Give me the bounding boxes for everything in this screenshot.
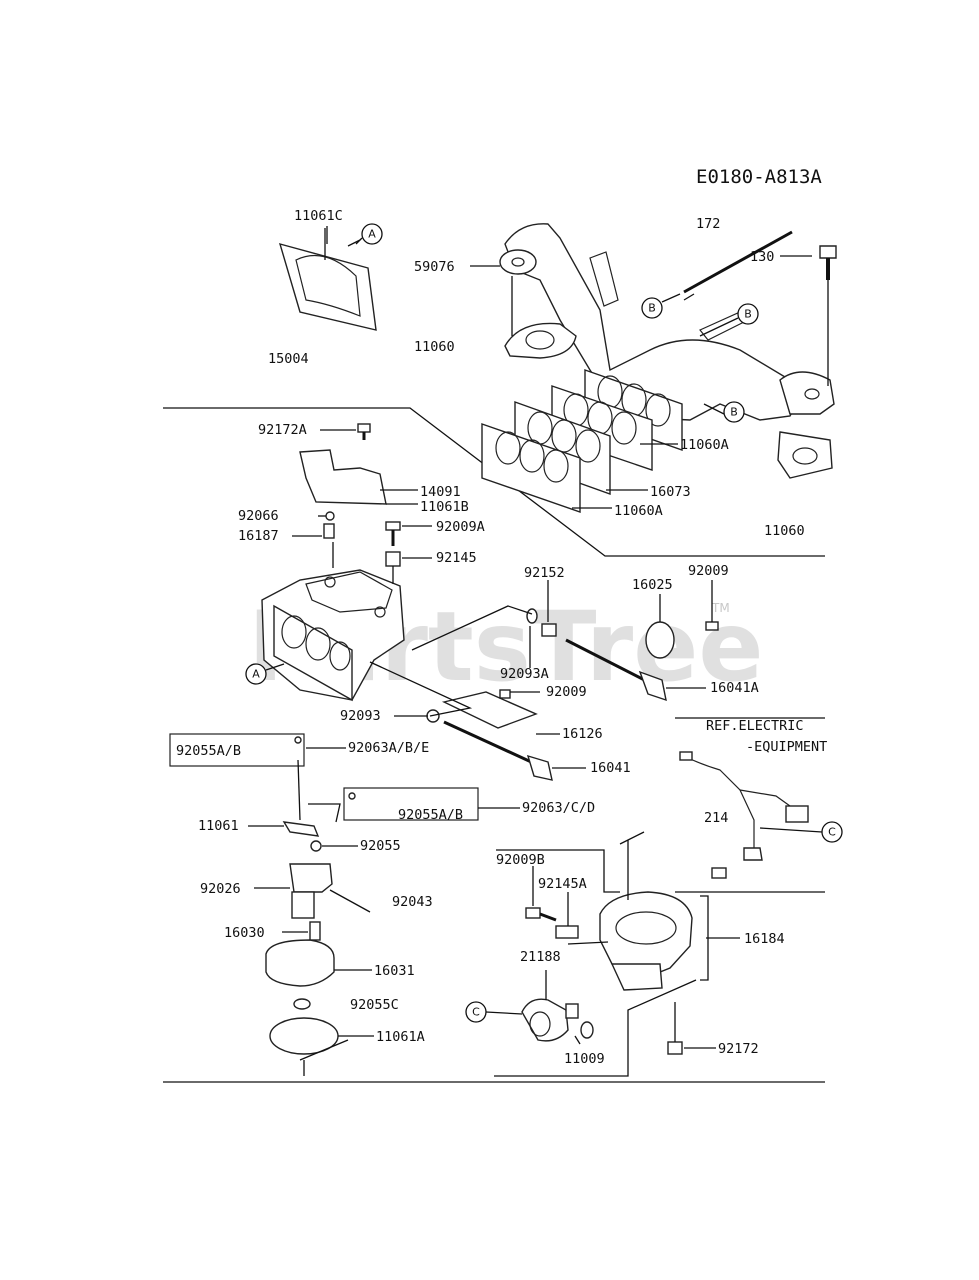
part-label-16187: 16187: [238, 528, 279, 544]
callout-a-1: A: [355, 223, 383, 245]
manifold-assembly: [481, 223, 837, 513]
part-label-11061b: 11061B: [420, 499, 469, 515]
part-label-92055ab-2: 92055A/B: [398, 807, 463, 823]
part-label-11009: 11009: [564, 1051, 605, 1067]
solenoid-assembly: [521, 751, 809, 1055]
svg-text:A: A: [252, 668, 260, 681]
ref-note-line1: REF.ELECTRIC: [706, 718, 804, 734]
callout-c-1: C: [821, 821, 843, 843]
part-label-11060-right: 11060: [764, 523, 805, 539]
part-label-11060-top: 11060: [414, 339, 455, 355]
carburetor-body: [261, 423, 405, 702]
part-label-16031: 16031: [374, 963, 415, 979]
svg-text:C: C: [472, 1006, 480, 1019]
part-label-92152: 92152: [524, 565, 565, 581]
part-label-92145: 92145: [436, 550, 477, 566]
part-label-92026: 92026: [200, 881, 241, 897]
part-label-172: 172: [696, 216, 720, 232]
part-label-11060a-1: 11060A: [680, 437, 729, 453]
ref-note-line2: -EQUIPMENT: [746, 739, 827, 755]
part-label-14091: 14091: [420, 484, 461, 500]
callout-b-3: B: [703, 401, 745, 423]
part-label-16073: 16073: [650, 484, 691, 500]
part-label-16126: 16126: [562, 726, 603, 742]
part-label-92009b: 92009B: [496, 852, 545, 868]
part-label-92172a: 92172A: [258, 422, 307, 438]
callout-b-1: B: [641, 293, 681, 319]
callout-c-2: C: [465, 1001, 523, 1023]
part-label-11061: 11061: [198, 818, 239, 834]
part-label-11061a: 11061A: [376, 1029, 425, 1045]
part-label-92043: 92043: [392, 894, 433, 910]
leader-lines: [248, 226, 823, 1077]
part-label-92093: 92093: [340, 708, 381, 724]
part-label-92093a: 92093A: [500, 666, 549, 682]
part-label-130: 130: [750, 249, 774, 265]
svg-text:B: B: [730, 406, 738, 419]
shaft-assemblies: [426, 608, 719, 781]
diagram-code: E0180-A813A: [696, 166, 822, 188]
part-label-92172: 92172: [718, 1041, 759, 1057]
part-label-16041: 16041: [590, 760, 631, 776]
watermark-trademark: TM: [711, 601, 730, 615]
svg-text:A: A: [368, 228, 376, 241]
part-label-92009a: 92009A: [436, 519, 485, 535]
callout-b-2: B: [699, 303, 759, 337]
callout-a-2: A: [245, 663, 285, 685]
part-label-21188: 21188: [520, 949, 561, 965]
part-label-92063abe: 92063A/B/E: [348, 740, 429, 756]
part-label-214: 214: [704, 810, 728, 826]
part-label-92009-a: 92009: [688, 563, 729, 579]
svg-text:B: B: [648, 302, 656, 315]
part-label-92055c: 92055C: [350, 997, 399, 1013]
part-label-16041a: 16041A: [710, 680, 759, 696]
part-label-11060a-2: 11060A: [614, 503, 663, 519]
gasket-11061c: [278, 228, 377, 331]
part-label-11061c: 11061C: [294, 208, 343, 224]
part-label-15004: 15004: [268, 351, 309, 367]
part-label-92145a: 92145A: [538, 876, 587, 892]
float-assembly: [169, 733, 479, 1061]
part-label-59076: 59076: [414, 259, 455, 275]
part-label-16184: 16184: [744, 931, 785, 947]
part-label-92055ab-1: 92055A/B: [176, 743, 241, 759]
part-label-92009-b: 92009: [546, 684, 587, 700]
part-label-16025: 16025: [632, 577, 673, 593]
part-label-92055: 92055: [360, 838, 401, 854]
part-label-16030: 16030: [224, 925, 265, 941]
part-label-92066: 92066: [238, 508, 279, 524]
svg-text:B: B: [744, 308, 752, 321]
svg-text:C: C: [828, 826, 836, 839]
part-label-92063cd: 92063/C/D: [522, 800, 595, 816]
